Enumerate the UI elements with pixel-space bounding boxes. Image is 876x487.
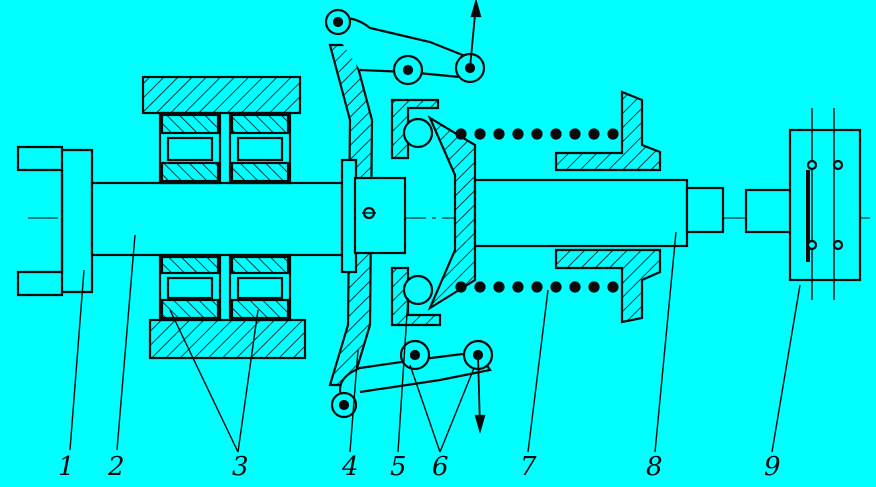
release-collar-part-6 [427, 115, 477, 311]
lower-housing [148, 318, 307, 360]
label-9: 9 [764, 452, 781, 482]
label-6: 6 [432, 452, 449, 482]
main-shaft-part-2 [90, 181, 344, 257]
output-shaft-part-8 [473, 178, 725, 248]
release-bearing-part-5 [390, 98, 442, 327]
pressure-plate-part-4 [328, 43, 407, 387]
coupling-part-9 [744, 108, 862, 300]
bearings-upper [158, 111, 292, 185]
upper-lever-linkage [324, 0, 486, 86]
spring-housing-lower [554, 248, 662, 324]
upper-housing [141, 75, 302, 115]
spring-part-7-lower [455, 281, 619, 293]
label-2: 2 [107, 452, 125, 482]
bearings-lower [158, 253, 292, 322]
flange-part-1 [16, 145, 94, 297]
label-8: 8 [646, 452, 663, 482]
label-7: 7 [520, 452, 537, 482]
leader-lines [69, 231, 801, 453]
spring-housing-upper [554, 90, 662, 172]
label-3: 3 [232, 452, 249, 482]
label-4: 4 [341, 452, 359, 482]
label-5: 5 [390, 452, 407, 482]
label-1: 1 [58, 452, 75, 482]
spring-part-7-upper [455, 128, 619, 140]
